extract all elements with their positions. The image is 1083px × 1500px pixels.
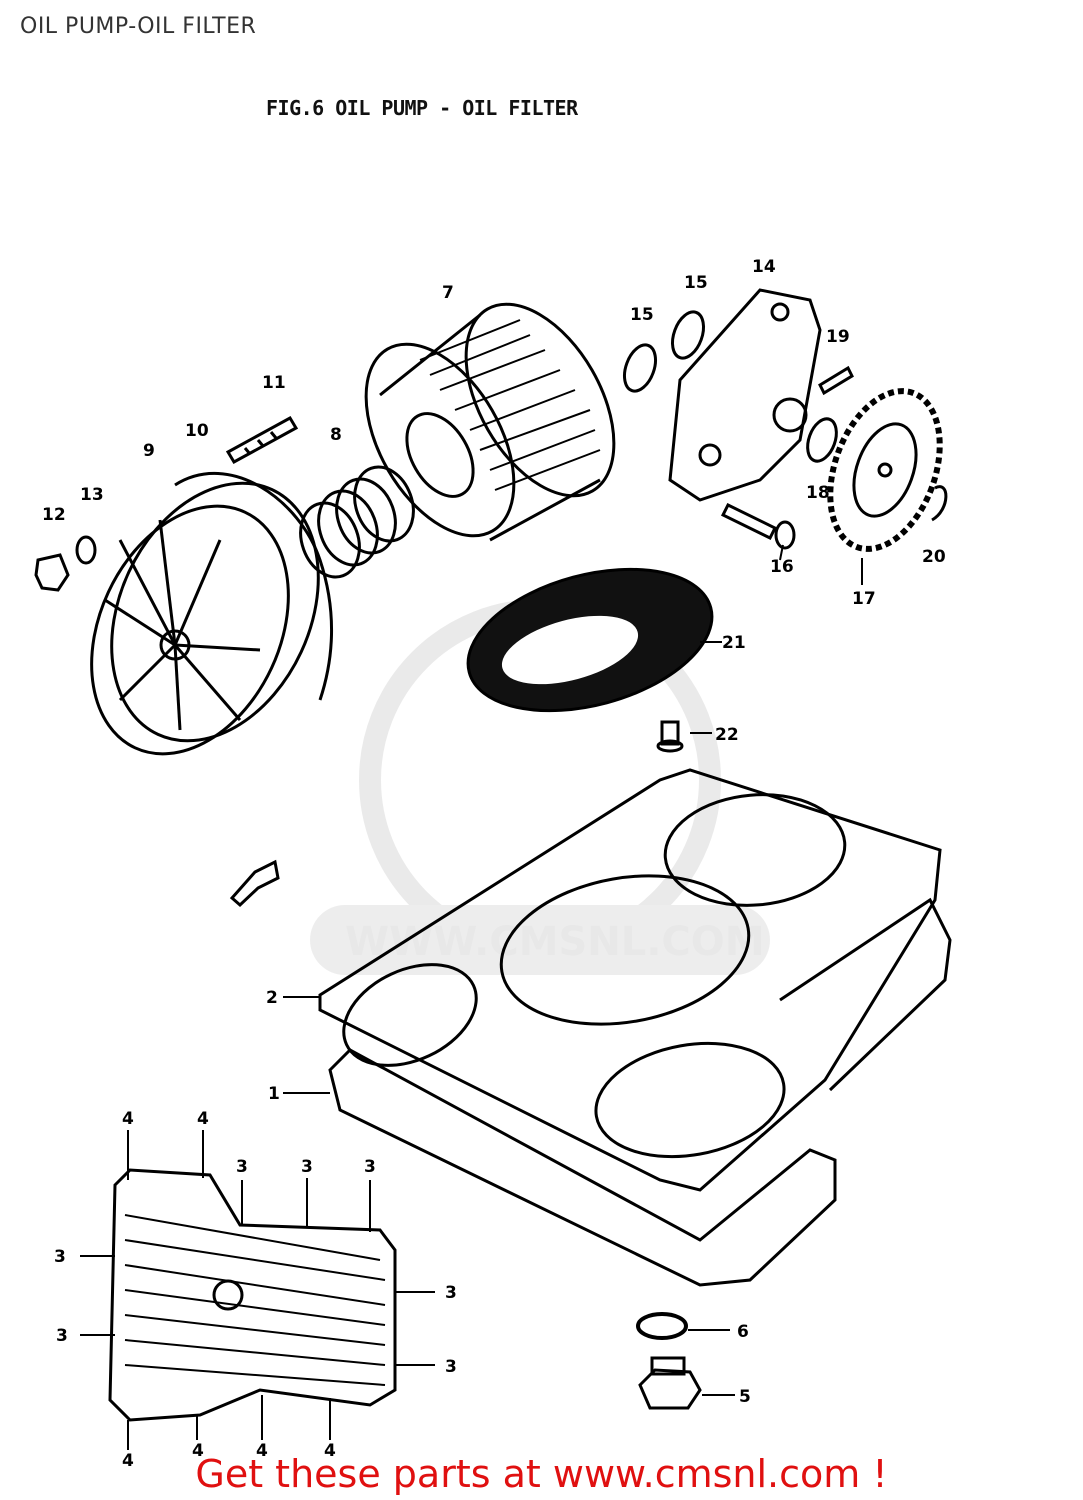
callout-11: 11 bbox=[262, 373, 286, 393]
filter-cover-part bbox=[90, 481, 320, 756]
figure-title: FIG.6 OIL PUMP - OIL FILTER bbox=[266, 96, 578, 120]
callout-4f: 4 bbox=[324, 1441, 336, 1461]
callout-16: 16 bbox=[770, 557, 794, 577]
callout-14: 14 bbox=[752, 257, 776, 277]
callout-1: 1 bbox=[268, 1084, 280, 1104]
callout-5: 5 bbox=[739, 1387, 751, 1407]
o-ring-18-part bbox=[806, 417, 838, 463]
callout-3e: 3 bbox=[445, 1283, 457, 1303]
callout-3f: 3 bbox=[56, 1326, 68, 1346]
callout-3d: 3 bbox=[54, 1247, 66, 1267]
callout-4a: 4 bbox=[122, 1109, 134, 1129]
oil-pump-part bbox=[668, 288, 822, 502]
callout-4e: 4 bbox=[256, 1441, 268, 1461]
callout-3c: 3 bbox=[364, 1157, 376, 1177]
callout-20: 20 bbox=[922, 547, 946, 567]
cap-nut-part bbox=[34, 553, 70, 592]
oil-filter-part bbox=[364, 302, 616, 542]
callout-2: 2 bbox=[266, 988, 278, 1008]
callout-3a: 3 bbox=[236, 1157, 248, 1177]
bolt-part bbox=[225, 415, 299, 465]
callout-8: 8 bbox=[330, 425, 342, 445]
callout-numbers: 7 15 15 14 19 11 10 8 9 13 12 18 20 16 1… bbox=[42, 257, 946, 1471]
callout-6: 6 bbox=[737, 1322, 749, 1342]
callout-21: 21 bbox=[722, 633, 746, 653]
page-title: OIL PUMP-OIL FILTER bbox=[20, 14, 257, 39]
svg-text:WWW.CMSNL.COM: WWW.CMSNL.COM bbox=[345, 919, 765, 965]
callout-3g: 3 bbox=[445, 1357, 457, 1377]
o-ring-part bbox=[174, 472, 333, 701]
oil-pan-gasket-part bbox=[318, 768, 942, 1192]
callout-4d: 4 bbox=[192, 1441, 204, 1461]
pin-part bbox=[818, 365, 854, 396]
spring-part bbox=[299, 465, 415, 579]
callout-18: 18 bbox=[806, 483, 830, 503]
callout-13: 13 bbox=[80, 485, 104, 505]
callout-9: 9 bbox=[143, 441, 155, 461]
callout-10: 10 bbox=[185, 421, 209, 441]
callout-12: 12 bbox=[42, 505, 66, 525]
o-ring-15b-part bbox=[670, 310, 706, 360]
callout-4c: 4 bbox=[122, 1451, 134, 1471]
callout-15b: 15 bbox=[684, 273, 708, 293]
callout-22: 22 bbox=[715, 725, 739, 745]
strainer-part bbox=[466, 567, 714, 713]
drain-washer-part bbox=[636, 1312, 688, 1340]
leader-lines bbox=[80, 544, 863, 1450]
callout-19: 19 bbox=[826, 327, 850, 347]
callout-4b: 4 bbox=[197, 1109, 209, 1129]
pump-gear-part bbox=[827, 388, 943, 552]
callout-17: 17 bbox=[852, 589, 876, 609]
o-ring-15a-part bbox=[622, 343, 658, 393]
callout-3b: 3 bbox=[301, 1157, 313, 1177]
watermark: WWW.CMSNL.COM bbox=[310, 599, 770, 975]
oil-pan-bottom-view bbox=[108, 1168, 397, 1422]
circlip-part bbox=[931, 485, 948, 522]
drain-plug-part bbox=[638, 1356, 702, 1410]
callout-15a: 15 bbox=[630, 305, 654, 325]
parts-link-footer[interactable]: Get these parts at www.cmsnl.com ! bbox=[195, 1452, 888, 1496]
strainer-screw-part bbox=[656, 720, 684, 753]
washer-part bbox=[75, 535, 97, 565]
front-arrow-icon bbox=[229, 859, 280, 908]
callout-7: 7 bbox=[442, 283, 454, 303]
oil-pan-part bbox=[328, 897, 952, 1287]
pump-bolt-part bbox=[720, 502, 796, 550]
